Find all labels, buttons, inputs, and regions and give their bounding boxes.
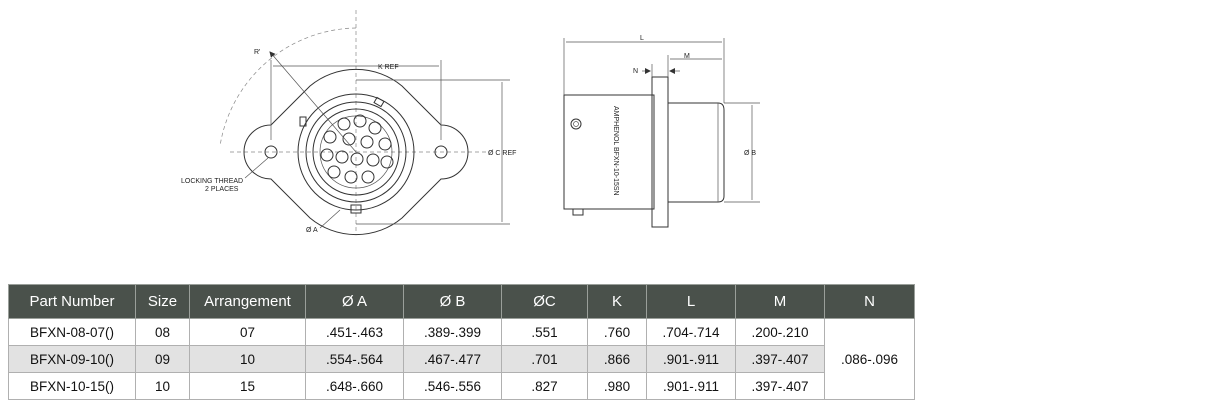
header-n: N: [824, 284, 915, 319]
cell-l: .901-.911: [646, 372, 736, 400]
cell-part-number: BFXN-08-07(): [8, 318, 136, 346]
locking-thread-label: LOCKING THREAD: [181, 178, 243, 185]
technical-drawing: R' K REF Ø C REF Ø A LOCKING THREAD 2 PL…: [181, 10, 760, 236]
a-label: Ø A: [306, 227, 318, 234]
cell-dia-c: .701: [501, 345, 588, 373]
cell-dia-a: .554-.564: [305, 345, 404, 373]
flange-side: [651, 76, 669, 228]
header-dia-a: Ø A: [305, 284, 404, 319]
cell-size: 10: [135, 372, 190, 400]
cell-k: .760: [587, 318, 647, 346]
header-k: K: [587, 284, 647, 319]
r-label: R': [254, 49, 260, 56]
table-header-row: Part Number Size Arrangement Ø A Ø B ØC …: [8, 284, 915, 319]
cell-dia-c: .551: [501, 318, 588, 346]
cell-dia-b: .467-.477: [403, 345, 502, 373]
k-ref-label: K REF: [378, 64, 399, 71]
table-row: BFXN-08-07() 08 07 .451-.463 .389-.399 .…: [8, 318, 915, 400]
table-row: BFXN-10-15() 10 15 .648-.660 .546-.556 .…: [8, 372, 915, 400]
cell-l: .901-.911: [646, 345, 736, 373]
cell-k: .866: [587, 345, 647, 373]
header-m: M: [735, 284, 825, 319]
cell-dia-a: .648-.660: [305, 372, 404, 400]
cell-part-number: BFXN-10-15(): [8, 372, 136, 400]
header-arrangement: Arrangement: [189, 284, 306, 319]
cell-size: 09: [135, 345, 190, 373]
cell-m: .397-.407: [735, 345, 825, 373]
header-size: Size: [135, 284, 190, 319]
mounting-hole-right: [434, 145, 448, 159]
cell-dia-c: .827: [501, 372, 588, 400]
n-label: N: [633, 68, 638, 75]
header-dia-c: ØC: [501, 284, 588, 319]
table-row: BFXN-09-10() 09 10 .554-.564 .467-.477 .…: [8, 345, 915, 373]
cell-m: .397-.407: [735, 372, 825, 400]
receptacle-body: [563, 94, 655, 210]
cell-dia-a: .451-.463: [305, 318, 404, 346]
l-label: L: [640, 35, 644, 42]
b-label: Ø B: [744, 150, 756, 157]
header-l: L: [646, 284, 736, 319]
contact-pins: [320, 114, 394, 184]
mounting-hole-left: [264, 145, 278, 159]
cell-dia-b: .389-.399: [403, 318, 502, 346]
dimensions-table: Part Number Size Arrangement Ø A Ø B ØC …: [8, 284, 915, 400]
body-marking: AMPHENOL BFXN-10-15SN: [612, 106, 619, 196]
front-view: R' K REF Ø C REF Ø A LOCKING THREAD 2 PL…: [181, 10, 516, 236]
m-label: M: [684, 53, 690, 60]
cell-part-number: BFXN-09-10(): [8, 345, 136, 373]
cell-arrangement: 15: [189, 372, 306, 400]
flange-outline: [243, 68, 469, 236]
cell-size: 08: [135, 318, 190, 346]
cell-arrangement: 07: [189, 318, 306, 346]
cell-m: .200-.210: [735, 318, 825, 346]
cell-l: .704-.714: [646, 318, 736, 346]
header-dia-b: Ø B: [403, 284, 502, 319]
cell-k: .980: [587, 372, 647, 400]
cell-n: .086-.096: [824, 318, 915, 400]
c-ref-label: Ø C REF: [488, 150, 516, 157]
header-part-number: Part Number: [8, 284, 136, 319]
side-view: AMPHENOL BFXN-10-15SN L M N Ø B: [563, 35, 760, 228]
cell-dia-b: .546-.556: [403, 372, 502, 400]
cell-arrangement: 10: [189, 345, 306, 373]
locking-thread-places: 2 PLACES: [205, 186, 239, 193]
